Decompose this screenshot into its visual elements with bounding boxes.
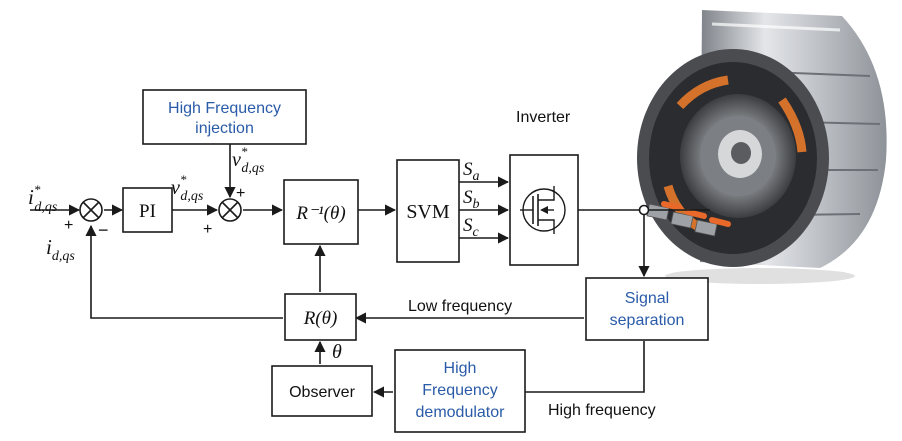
hf-injection-label-2: injection bbox=[195, 120, 254, 137]
signal-lines bbox=[30, 144, 710, 398]
hf-demodulator-label-3: demodulator bbox=[416, 404, 506, 421]
summing-junction-2 bbox=[218, 198, 242, 222]
hf-injection-block: High Frequency injection bbox=[142, 89, 307, 145]
summing-junction-1 bbox=[79, 198, 103, 222]
hf-demodulator-label-2: Frequency bbox=[422, 382, 498, 399]
vdqs-ref-pi-label: v*d,qs bbox=[171, 172, 204, 204]
sum1-plus-sign: + bbox=[64, 217, 73, 234]
inverter-block bbox=[509, 154, 579, 266]
rinv-label: R⁻¹(θ) bbox=[295, 203, 345, 224]
hf-demodulator-label-1: High bbox=[444, 360, 477, 377]
idqs-feedback-label: id,qs bbox=[46, 235, 75, 264]
observer-block: Observer bbox=[271, 365, 373, 417]
pi-label: PI bbox=[139, 201, 156, 222]
hf-demodulator-block: High Frequency demodulator bbox=[394, 349, 526, 433]
branch-node bbox=[638, 204, 650, 216]
theta-label: θ bbox=[332, 341, 342, 363]
signal-separation-label-2: separation bbox=[610, 312, 685, 329]
pi-controller-block: PI bbox=[122, 187, 173, 233]
hf-injection-label-1: High Frequency bbox=[168, 100, 281, 117]
signal-separation-block: Signal separation bbox=[585, 277, 709, 341]
low-frequency-label: Low frequency bbox=[408, 298, 512, 315]
sb-label: Sb bbox=[463, 187, 480, 212]
inverse-rotation-block: R⁻¹(θ) bbox=[283, 179, 359, 245]
sum2-plus-top-sign: + bbox=[236, 185, 245, 202]
observer-label: Observer bbox=[289, 384, 355, 401]
high-frequency-label: High frequency bbox=[548, 402, 656, 419]
signal-separation-label-1: Signal bbox=[625, 290, 669, 307]
sa-label: Sa bbox=[463, 159, 480, 184]
svm-label: SVM bbox=[406, 201, 450, 223]
sc-label: Sc bbox=[463, 215, 480, 240]
svm-block: SVM bbox=[396, 159, 460, 263]
sum2-plus-left-sign: + bbox=[203, 221, 212, 238]
vdqs-ref-injection-label: v*d,qs bbox=[232, 144, 265, 176]
idqs-ref-label: i*d,qs bbox=[28, 182, 58, 215]
rotation-block: R(θ) bbox=[284, 293, 357, 341]
sum1-minus-sign: − bbox=[98, 220, 109, 240]
r-label: R(θ) bbox=[303, 308, 338, 329]
inverter-label: Inverter bbox=[516, 109, 571, 126]
motor-illustration bbox=[637, 10, 887, 284]
